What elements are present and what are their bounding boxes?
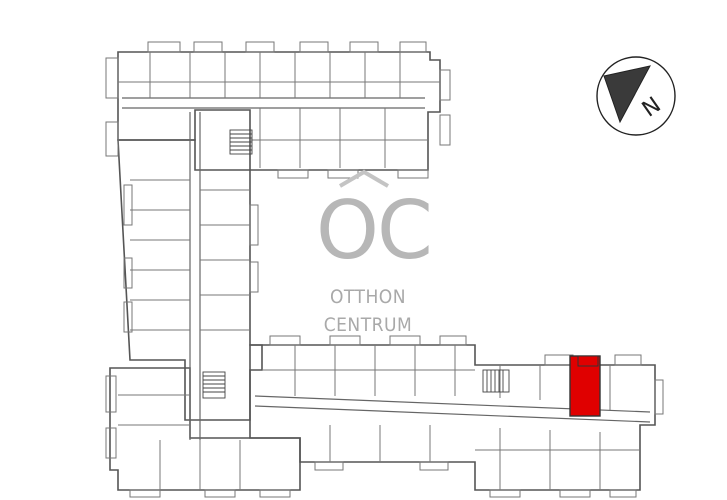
watermark-line-2: CENTRUM <box>323 314 413 336</box>
room-walls <box>118 52 640 490</box>
stairs <box>202 129 510 399</box>
north-arrow-icon: N <box>596 56 676 136</box>
watermark-line-1: OTTHON <box>329 286 407 308</box>
watermark-roof-icon <box>338 169 390 188</box>
watermark-logo: OC <box>316 184 433 277</box>
highlighted-apartment[interactable] <box>569 355 601 417</box>
balconies <box>105 41 664 498</box>
